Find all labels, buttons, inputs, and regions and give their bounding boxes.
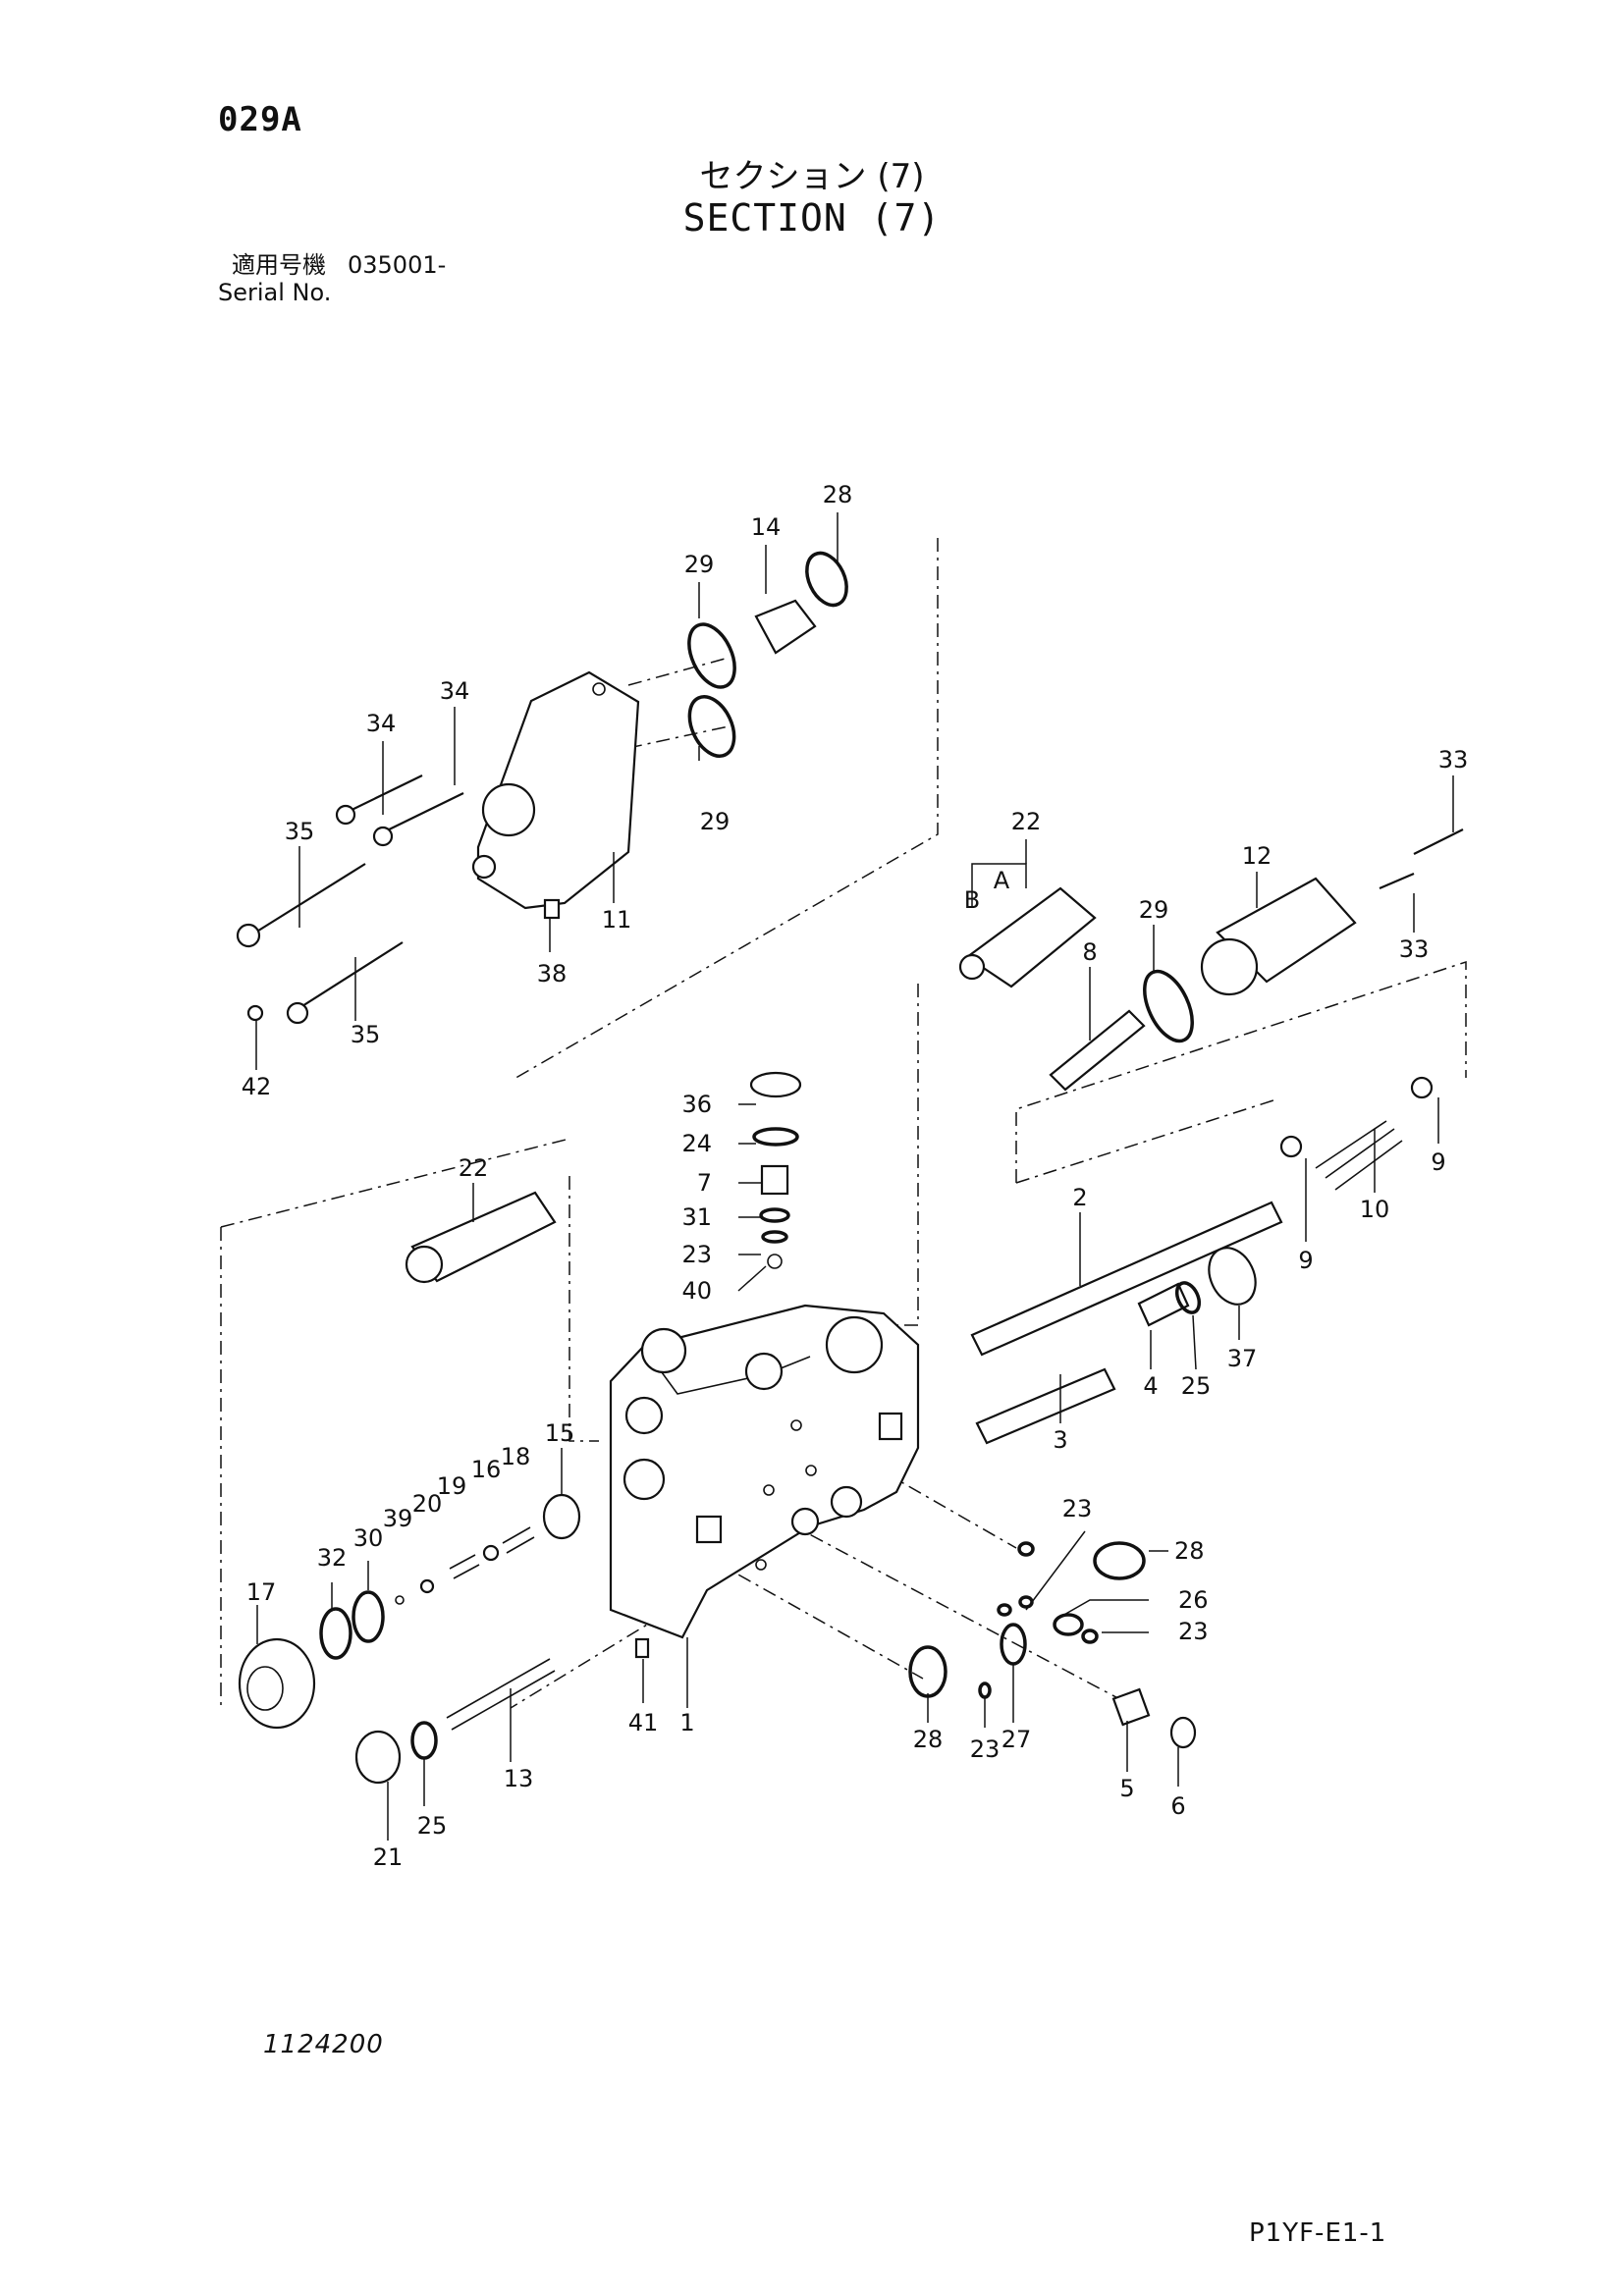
callout-42: 42 bbox=[242, 1073, 272, 1100]
callout-29-top: 29 bbox=[684, 551, 715, 578]
callout-34-right: 34 bbox=[440, 677, 470, 705]
valve-body bbox=[609, 1304, 920, 1639]
callout-40: 40 bbox=[681, 1277, 712, 1305]
part-14-group bbox=[687, 551, 848, 758]
callout-20: 20 bbox=[412, 1490, 443, 1518]
callout-41: 41 bbox=[628, 1709, 659, 1736]
drawing-number: 1124200 bbox=[263, 2030, 384, 2059]
callout-10: 10 bbox=[1360, 1196, 1390, 1223]
callout-15: 15 bbox=[545, 1419, 575, 1447]
title-english: SECTION (7) bbox=[682, 196, 942, 240]
callout-31: 31 bbox=[681, 1203, 712, 1231]
cover-assembly bbox=[236, 670, 640, 1025]
callout-13: 13 bbox=[504, 1765, 534, 1792]
callout-1: 1 bbox=[679, 1709, 694, 1736]
callout-23-right-top: 23 bbox=[1062, 1495, 1093, 1522]
callout-21: 21 bbox=[373, 1843, 404, 1871]
callout-5: 5 bbox=[1119, 1775, 1134, 1802]
callout-16: 16 bbox=[471, 1456, 502, 1483]
callout-25-right: 25 bbox=[1181, 1372, 1212, 1400]
callout-29-right: 29 bbox=[1139, 896, 1169, 924]
callout-32: 32 bbox=[317, 1544, 348, 1572]
callout-port-a: A bbox=[994, 867, 1010, 894]
callout-labels: 28 14 29 29 34 34 35 35 11 38 42 22 B A … bbox=[242, 481, 1469, 1871]
callout-37: 37 bbox=[1227, 1345, 1258, 1372]
callout-22-left: 22 bbox=[459, 1154, 489, 1182]
callout-4: 4 bbox=[1143, 1372, 1158, 1400]
leader-lines bbox=[255, 512, 1454, 1841]
callout-6: 6 bbox=[1170, 1792, 1185, 1820]
callout-36: 36 bbox=[681, 1091, 712, 1118]
callout-9-right: 9 bbox=[1431, 1148, 1445, 1176]
callout-12: 12 bbox=[1242, 842, 1272, 870]
left-small-parts bbox=[238, 1493, 650, 1785]
callout-28-top: 28 bbox=[823, 481, 853, 508]
callout-23-bottom: 23 bbox=[970, 1735, 1001, 1763]
upper-right-parts bbox=[958, 828, 1464, 1092]
callout-39: 39 bbox=[383, 1505, 413, 1532]
callout-24: 24 bbox=[681, 1130, 712, 1157]
callout-3: 3 bbox=[1053, 1426, 1067, 1454]
callout-33-top: 33 bbox=[1438, 746, 1469, 774]
callout-28-right: 28 bbox=[1174, 1537, 1205, 1565]
callout-port-b: B bbox=[964, 886, 980, 914]
callout-27: 27 bbox=[1001, 1726, 1032, 1753]
callout-30: 30 bbox=[353, 1524, 384, 1552]
callout-25-bottom: 25 bbox=[417, 1812, 448, 1840]
callout-23-right-bottom: 23 bbox=[1178, 1618, 1209, 1645]
serial-label-en: Serial No. bbox=[218, 279, 332, 306]
callout-26: 26 bbox=[1178, 1586, 1209, 1614]
spool-group bbox=[970, 1076, 1434, 1445]
serial-label-jp: 適用号機 bbox=[232, 251, 326, 279]
sheet-reference: P1YF-E1-1 bbox=[1249, 2218, 1387, 2248]
callout-35-bottom: 35 bbox=[351, 1021, 381, 1048]
relief-valve-22 bbox=[405, 1191, 557, 1284]
callout-38: 38 bbox=[537, 960, 568, 988]
callout-23-stack: 23 bbox=[681, 1241, 712, 1268]
callout-33-bottom: 33 bbox=[1399, 935, 1430, 963]
serial-value: 035001- bbox=[348, 251, 447, 279]
callout-35-top: 35 bbox=[285, 818, 315, 845]
callout-29-mid: 29 bbox=[700, 808, 731, 835]
callout-9-left: 9 bbox=[1298, 1247, 1313, 1274]
callout-17: 17 bbox=[246, 1578, 277, 1606]
plug-stack bbox=[749, 1071, 802, 1269]
callout-28-bottom: 28 bbox=[913, 1726, 944, 1753]
callout-14: 14 bbox=[751, 513, 782, 541]
lower-right-parts bbox=[908, 1541, 1197, 1749]
callout-7: 7 bbox=[697, 1169, 712, 1197]
callout-8: 8 bbox=[1082, 938, 1097, 966]
callout-22-top: 22 bbox=[1011, 808, 1042, 835]
callout-18: 18 bbox=[501, 1443, 531, 1470]
callout-2: 2 bbox=[1072, 1184, 1087, 1211]
callout-11: 11 bbox=[602, 906, 632, 934]
page-code: 029A bbox=[218, 100, 302, 139]
callout-19: 19 bbox=[437, 1472, 467, 1500]
callout-34-left: 34 bbox=[366, 710, 397, 737]
serial-info: 適用号機 035001- Serial No. bbox=[218, 251, 446, 306]
title-japanese: セクション (7) bbox=[699, 157, 925, 196]
assembly-lines bbox=[220, 538, 1467, 1709]
